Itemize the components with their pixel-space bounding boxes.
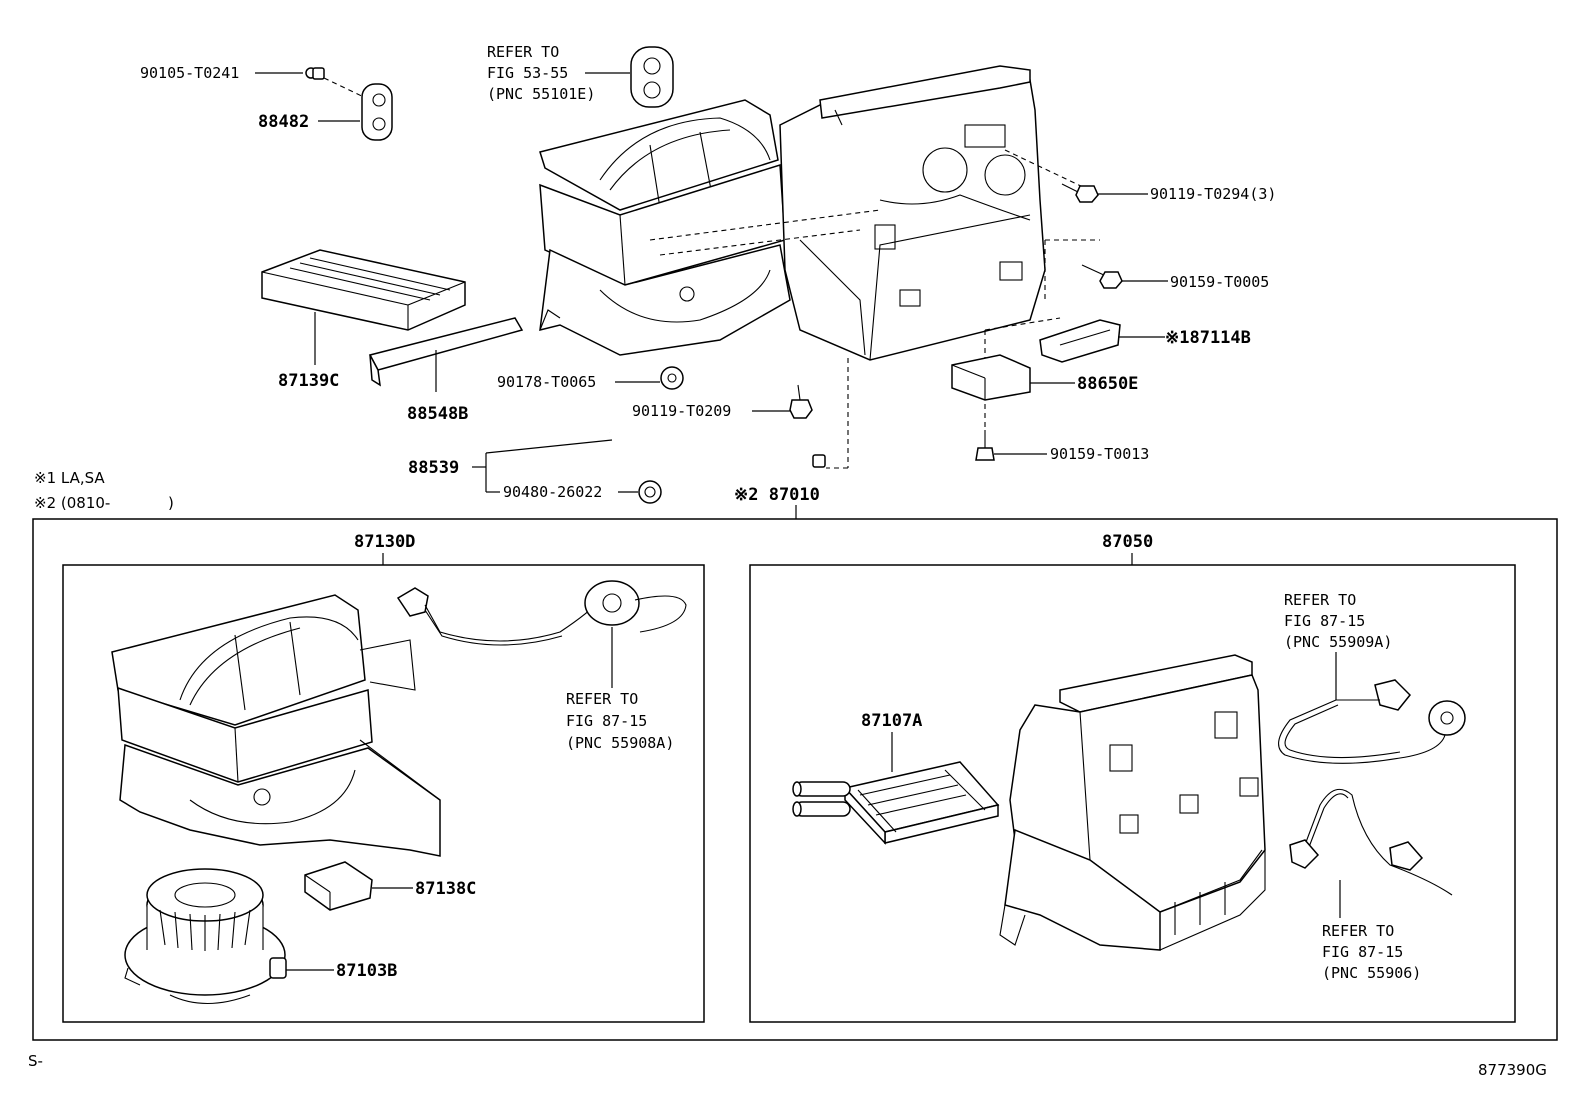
label-187114b: ※187114B	[1165, 328, 1251, 348]
label-87103b: 87103B	[336, 961, 397, 981]
label-87107a: 87107A	[861, 711, 922, 731]
label-87139c: 87139C	[278, 371, 339, 391]
refer-to-53-55-line3: (PNC 55101E)	[487, 85, 595, 103]
label-87010: ※2 87010	[734, 485, 820, 505]
assembly-87010-box	[32, 518, 1558, 1041]
note-2-start: ※2 (0810-	[34, 494, 110, 512]
blower-unit-87130d-box	[62, 564, 705, 1023]
refer-to-53-55-line2: FIG 53-55	[487, 64, 568, 82]
label-87050: 87050	[1102, 532, 1153, 552]
label-88650e: 88650E	[1077, 374, 1138, 394]
label-87130d: 87130D	[354, 532, 415, 552]
note-2-end: )	[168, 494, 174, 512]
refer-to-55909a-line1: REFER TO	[1284, 591, 1356, 609]
sensor-harness-55908a	[396, 580, 687, 688]
screw-90105	[255, 67, 371, 101]
heater-case-drawing	[999, 654, 1266, 951]
label-90480-26022: 90480-26022	[503, 483, 602, 501]
bolt-90119-t0294	[1061, 183, 1148, 203]
hvac-assembly-main	[539, 65, 1046, 361]
blower-motor-87103b	[124, 868, 334, 1005]
grommet-90480-26022	[618, 480, 662, 504]
switch-88482	[318, 83, 393, 141]
bolt-90119-t0209	[752, 384, 813, 419]
heater-unit-87050-box	[749, 564, 1516, 1023]
filter-87139c	[261, 249, 466, 365]
blower-case-drawing	[111, 594, 441, 857]
resistor-87138c	[304, 861, 413, 911]
note-1: ※1 LA,SA	[34, 469, 105, 487]
refer-to-55908a-line2: FIG 87-15	[566, 712, 647, 730]
refer-to-55909a-line3: (PNC 55909A)	[1284, 633, 1392, 651]
nut-90178-t0065	[615, 366, 684, 390]
screw-90159-t0013	[975, 430, 1047, 461]
label-90159-t0005: 90159-T0005	[1170, 273, 1269, 291]
refer-to-55908a-line1: REFER TO	[566, 690, 638, 708]
sensor-harness-55906	[1289, 788, 1453, 918]
refer-to-55909a-line2: FIG 87-15	[1284, 612, 1365, 630]
refer-to-55906-line3: (PNC 55906)	[1322, 964, 1421, 982]
refer-to-53-55-line1: REFER TO	[487, 43, 559, 61]
label-88539: 88539	[408, 458, 459, 478]
label-88482: 88482	[258, 112, 309, 132]
diagram-id: 877390G	[1478, 1061, 1547, 1079]
control-knob-55101e	[585, 46, 674, 108]
label-90159-t0013: 90159-T0013	[1050, 445, 1149, 463]
sensor-harness-55909a	[1278, 652, 1466, 764]
bracket-187114b	[1039, 319, 1165, 363]
bolt-90159-t0005	[1081, 264, 1168, 289]
label-90119-t0294: 90119-T0294(3)	[1150, 185, 1276, 203]
label-90178-t0065: 90178-T0065	[497, 373, 596, 391]
heater-core-87107a	[792, 732, 1000, 845]
module-88650e	[951, 354, 1075, 401]
label-87138c: 87138C	[415, 879, 476, 899]
refer-to-55906-line2: FIG 87-15	[1322, 943, 1403, 961]
label-90105-t0241: 90105-T0241	[140, 64, 239, 82]
refer-to-55908a-line3: (PNC 55908A)	[566, 734, 674, 752]
filter-frame-88548b	[368, 317, 524, 392]
refer-to-55906-line1: REFER TO	[1322, 922, 1394, 940]
drain-hose-88539	[472, 430, 826, 493]
label-90119-t0209: 90119-T0209	[632, 402, 731, 420]
footer-left-code: S-	[28, 1052, 43, 1070]
label-88548b: 88548B	[407, 404, 468, 424]
